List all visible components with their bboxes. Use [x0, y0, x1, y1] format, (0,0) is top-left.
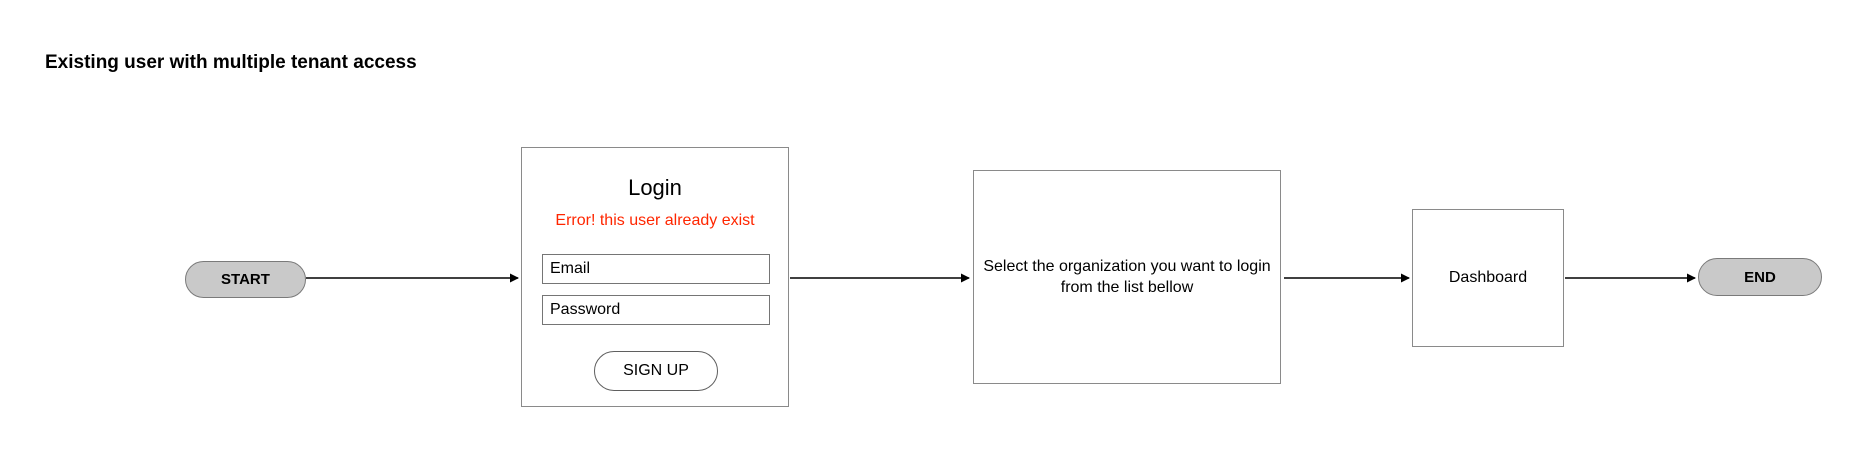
org-select-text-line1: Select the organization you want to logi… [983, 257, 1271, 275]
org-select-text-line2: from the list bellow [1060, 279, 1194, 296]
dashboard-node-label: Dashboard [1448, 269, 1528, 286]
start-node: START [185, 261, 306, 298]
diagram-title: Existing user with multiple tenant acces… [45, 52, 417, 73]
start-node-label: START [221, 271, 270, 288]
dashboard-node: Dashboard [1412, 209, 1564, 347]
login-title: Login [628, 175, 682, 200]
end-node-label: END [1744, 268, 1776, 286]
signup-button[interactable]: SIGN UP [594, 351, 718, 391]
login-form-node: Login Error! this user already exist SIG… [521, 147, 789, 407]
password-field[interactable] [542, 295, 770, 325]
org-select-node: Select the organization you want to logi… [973, 170, 1281, 384]
end-node: END [1698, 258, 1822, 296]
email-field[interactable] [542, 254, 770, 284]
login-error-text: Error! this user already exist [555, 212, 755, 229]
